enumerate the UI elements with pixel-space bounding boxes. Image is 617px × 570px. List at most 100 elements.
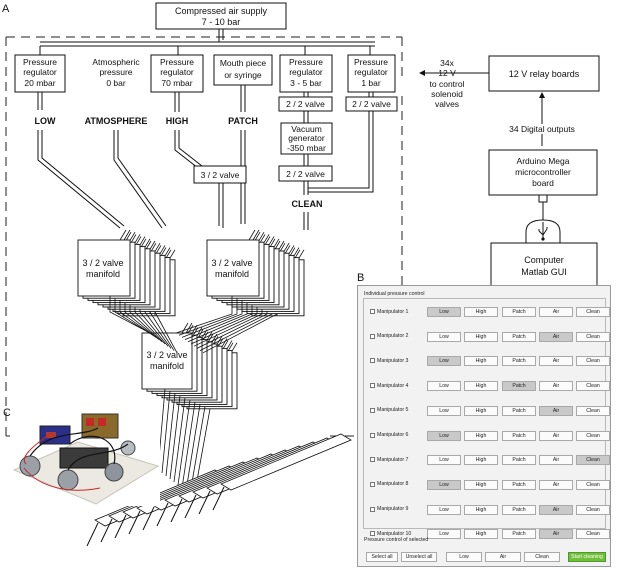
svg-text:12 V: 12 V	[438, 68, 456, 78]
source-pressure-regulator-20mbar: Pressure regulator 20 mbar	[14, 54, 66, 93]
manipulator-high-button[interactable]: High	[464, 455, 498, 466]
manipulator-clean-button[interactable]: Clean	[576, 405, 610, 416]
manipulator-air-button[interactable]: Air	[539, 479, 573, 490]
manifold-fitting	[123, 229, 131, 241]
bundle-tube	[139, 309, 169, 347]
selected-low-button[interactable]: Low	[446, 552, 482, 562]
manipulator-clean-button[interactable]: Clean	[576, 504, 610, 515]
manipulator-high-button[interactable]: High	[464, 430, 498, 441]
manipulator-low-button[interactable]: Low	[427, 381, 461, 392]
manipulator-checkbox[interactable]	[370, 358, 375, 364]
manipulator-checkbox[interactable]	[370, 333, 375, 339]
manipulator-low-button[interactable]: Low	[427, 455, 461, 466]
svg-text:Pressure: Pressure	[289, 57, 323, 67]
selected-clean-button[interactable]: Clean	[524, 552, 560, 562]
manipulator-low-button[interactable]: Low	[427, 504, 461, 515]
pipette-tip	[184, 494, 197, 519]
manipulator-high-button[interactable]: High	[464, 307, 498, 317]
svg-text:1 bar: 1 bar	[361, 78, 381, 88]
bundle-tube	[181, 402, 196, 489]
manipulator-patch-button[interactable]: Patch	[502, 529, 536, 540]
manipulator-patch-button[interactable]: Patch	[502, 504, 536, 515]
manipulator-checkbox[interactable]	[370, 407, 375, 413]
manipulator-clean-button[interactable]: Clean	[576, 331, 610, 342]
manipulator-checkbox[interactable]	[370, 457, 375, 463]
manipulator-low-button[interactable]: Low	[427, 356, 461, 367]
manipulator-high-button[interactable]: High	[464, 504, 498, 515]
setup-photo	[10, 408, 160, 506]
pipette-holder	[220, 433, 352, 491]
manipulator-checkbox[interactable]	[370, 506, 375, 512]
computer: Computer Matlab GUI	[490, 242, 598, 294]
manipulator-checkbox[interactable]	[370, 383, 375, 389]
manipulator-checkbox[interactable]	[370, 309, 375, 314]
svg-text:regulator: regulator	[289, 67, 323, 77]
manipulator-air-button[interactable]: Air	[539, 356, 573, 367]
svg-text:Computer: Computer	[524, 255, 564, 265]
manipulator-low-button[interactable]: Low	[427, 307, 461, 317]
manipulator-low-button[interactable]: Low	[427, 430, 461, 441]
manipulator-clean-button[interactable]: Clean	[576, 529, 610, 540]
manipulator-clean-button[interactable]: Clean	[576, 381, 610, 392]
manipulator-checkbox[interactable]	[370, 432, 375, 438]
manipulator-high-button[interactable]: High	[464, 331, 498, 342]
manifold-valve	[206, 239, 260, 297]
manipulator-high-button[interactable]: High	[464, 405, 498, 416]
manipulator-checkbox[interactable]	[370, 481, 375, 487]
channel-atmosphere: ATMOSPHERE	[85, 116, 148, 126]
manipulator-patch-button[interactable]: Patch	[502, 479, 536, 490]
bundle-tube	[144, 311, 172, 349]
manipulator-patch-button[interactable]: Patch	[502, 331, 536, 342]
valve-2-2-clean: 2 / 2 valve	[278, 96, 333, 112]
manipulator-patch-button[interactable]: Patch	[502, 455, 536, 466]
manipulator-low-button[interactable]: Low	[427, 479, 461, 490]
manipulator-air-button[interactable]: Air	[539, 331, 573, 342]
manipulator-high-button[interactable]: High	[464, 529, 498, 540]
manipulator-low-button[interactable]: Low	[427, 405, 461, 416]
source-mouth-piece: Mouth piece or syringe	[213, 54, 273, 86]
svg-text:Matlab GUI: Matlab GUI	[521, 267, 567, 277]
manipulator-label: Manipulator 1	[377, 308, 409, 315]
pipette-tip	[142, 506, 155, 531]
start-cleaning-button[interactable]: Start cleaning	[568, 552, 606, 562]
manipulator-air-button[interactable]: Air	[539, 381, 573, 392]
manipulator-high-button[interactable]: High	[464, 356, 498, 367]
manipulator-air-button[interactable]: Air	[539, 504, 573, 515]
selected-air-button[interactable]: Air	[485, 552, 521, 562]
manipulator-air-button[interactable]: Air	[539, 405, 573, 416]
svg-text:Atmospheric: Atmospheric	[92, 57, 140, 67]
manipulator-clean-button[interactable]: Clean	[576, 455, 610, 466]
manipulator-patch-button[interactable]: Patch	[502, 356, 536, 367]
manipulator-low-button[interactable]: Low	[427, 331, 461, 342]
svg-text:3 / 2 valve: 3 / 2 valve	[201, 170, 240, 180]
manipulator-patch-button[interactable]: Patch	[502, 405, 536, 416]
bundle-tube	[181, 300, 243, 338]
manipulator-clean-button[interactable]: Clean	[576, 307, 610, 317]
manipulator-air-button[interactable]: Air	[539, 307, 573, 317]
manipulator-checkbox[interactable]	[370, 531, 375, 537]
manipulator-patch-button[interactable]: Patch	[502, 430, 536, 441]
svg-text:20 mbar: 20 mbar	[24, 78, 55, 88]
manipulator-air-button[interactable]: Air	[539, 455, 573, 466]
manipulator-low-button[interactable]: Low	[427, 529, 461, 540]
manipulator-label: Manipulator 8	[377, 481, 409, 488]
selected-controls: Select all Unselect all Low Air Clean St…	[366, 552, 606, 562]
manipulator-clean-button[interactable]: Clean	[576, 356, 610, 367]
manipulator-clean-button[interactable]: Clean	[576, 430, 610, 441]
manipulator-clean-button[interactable]: Clean	[576, 479, 610, 490]
manipulator-label: Manipulator 6	[377, 432, 409, 438]
manipulator-high-button[interactable]: High	[464, 479, 498, 490]
manipulator-air-button[interactable]: Air	[539, 430, 573, 441]
svg-text:2 / 2 valve: 2 / 2 valve	[286, 169, 325, 179]
channel-patch: PATCH	[228, 116, 258, 126]
manipulator-high-button[interactable]: High	[464, 381, 498, 392]
manipulator-air-button[interactable]: Air	[539, 529, 573, 540]
select-all-button[interactable]: Select all	[366, 552, 398, 562]
svg-text:Arduino Mega: Arduino Mega	[517, 156, 570, 166]
valve-2-2-vacuum: 2 / 2 valve	[278, 165, 333, 182]
manipulator-patch-button[interactable]: Patch	[502, 381, 536, 392]
panel-label-b: B	[357, 272, 364, 284]
unselect-all-button[interactable]: Unselect all	[401, 552, 437, 562]
manipulator-patch-button[interactable]: Patch	[502, 307, 536, 317]
